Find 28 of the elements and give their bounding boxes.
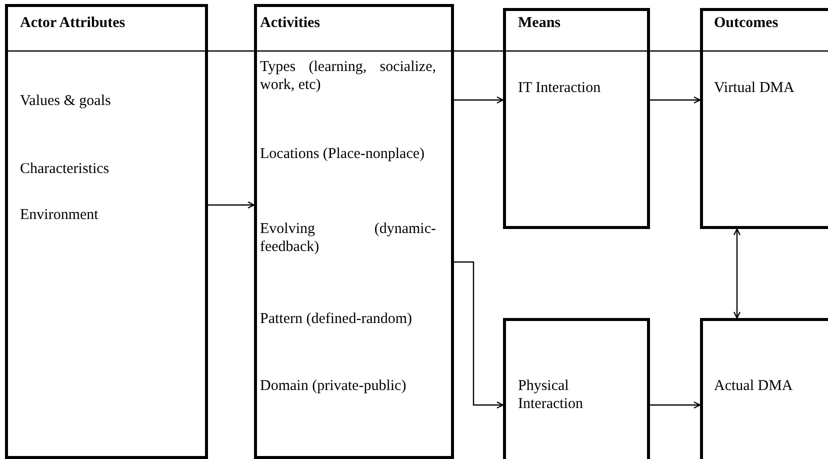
item-text: Actual DMA: [714, 377, 794, 395]
column-box: [5, 4, 208, 459]
column-heading: Outcomes: [714, 14, 780, 32]
item-text: Domain (private-public): [260, 377, 408, 395]
arrow: [208, 201, 255, 209]
item-text: Evolving (dynamic-feedback): [260, 220, 436, 256]
column-box: [700, 8, 828, 229]
column-box: [700, 318, 828, 459]
item-text: Types (learning, socialize, work, etc): [260, 58, 436, 94]
item-text: Pattern (defined-random): [260, 310, 414, 328]
item-text: Values & goals: [20, 92, 112, 110]
column-heading: Activities: [260, 14, 321, 32]
item-text: Environment: [20, 206, 100, 224]
item-text: Virtual DMA: [714, 79, 796, 97]
arrow: [454, 261, 504, 409]
arrow: [650, 96, 701, 104]
arrow: [454, 96, 504, 104]
item-text: Characteristics: [20, 160, 110, 178]
item-text: Locations (Place-nonplace): [260, 145, 426, 163]
column-heading: Actor Attributes: [20, 14, 126, 32]
column-box: [254, 4, 454, 459]
arrow: [733, 228, 741, 319]
item-text: IT Interaction: [518, 79, 602, 97]
arrow: [650, 401, 701, 409]
item-text: Physical Interaction: [518, 377, 584, 413]
column-box: [503, 8, 650, 229]
column-heading: Means: [518, 14, 562, 32]
column-box: [503, 318, 650, 459]
